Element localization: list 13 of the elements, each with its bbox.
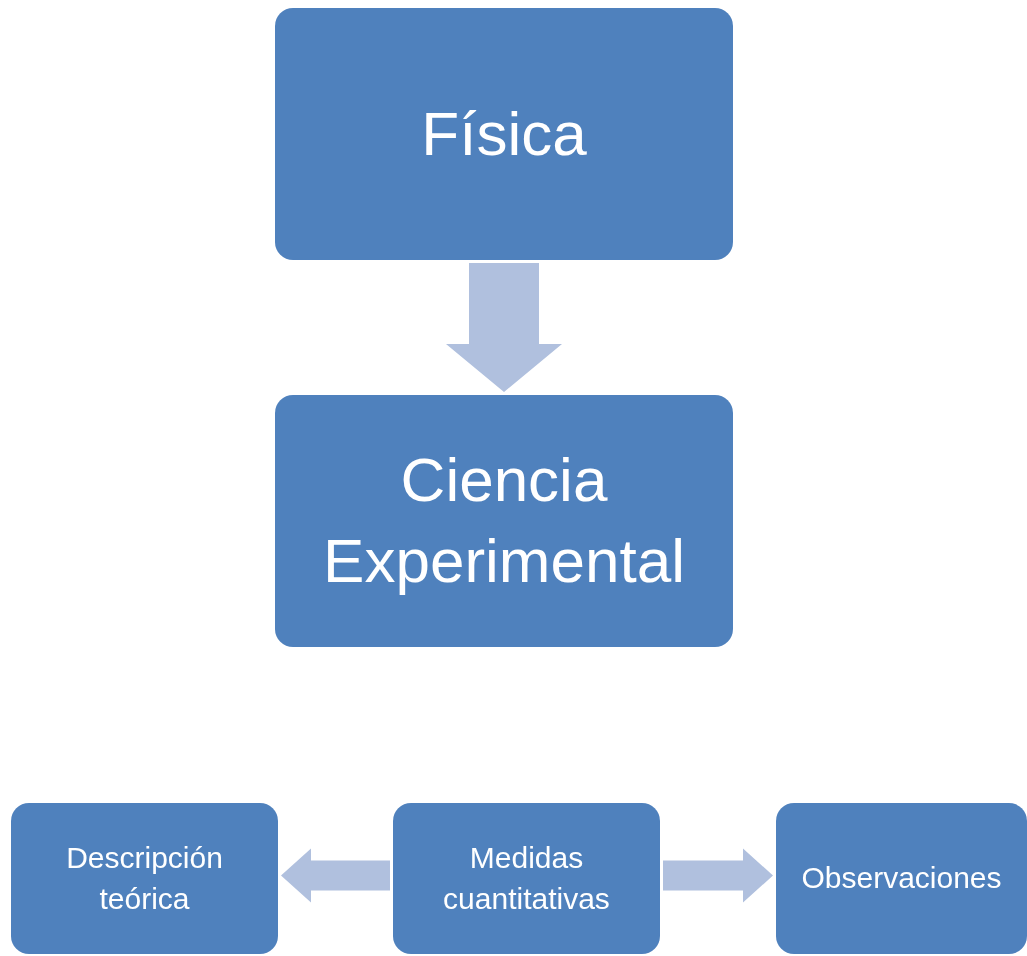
process-box [275, 8, 733, 260]
process-box [393, 803, 660, 954]
process-box [776, 803, 1027, 954]
box-label: Descripción teórica [65, 840, 224, 917]
box-label: Observaciones [801, 860, 1002, 897]
block-arrow [446, 263, 562, 392]
process-box [11, 803, 278, 954]
box-label: Medidas cuantitativas [442, 840, 611, 917]
block-arrow [281, 848, 390, 903]
box-label: Física [421, 97, 587, 170]
box-label: Ciencia Experimental [322, 444, 686, 597]
block-arrow [663, 848, 773, 903]
process-box [275, 395, 733, 647]
